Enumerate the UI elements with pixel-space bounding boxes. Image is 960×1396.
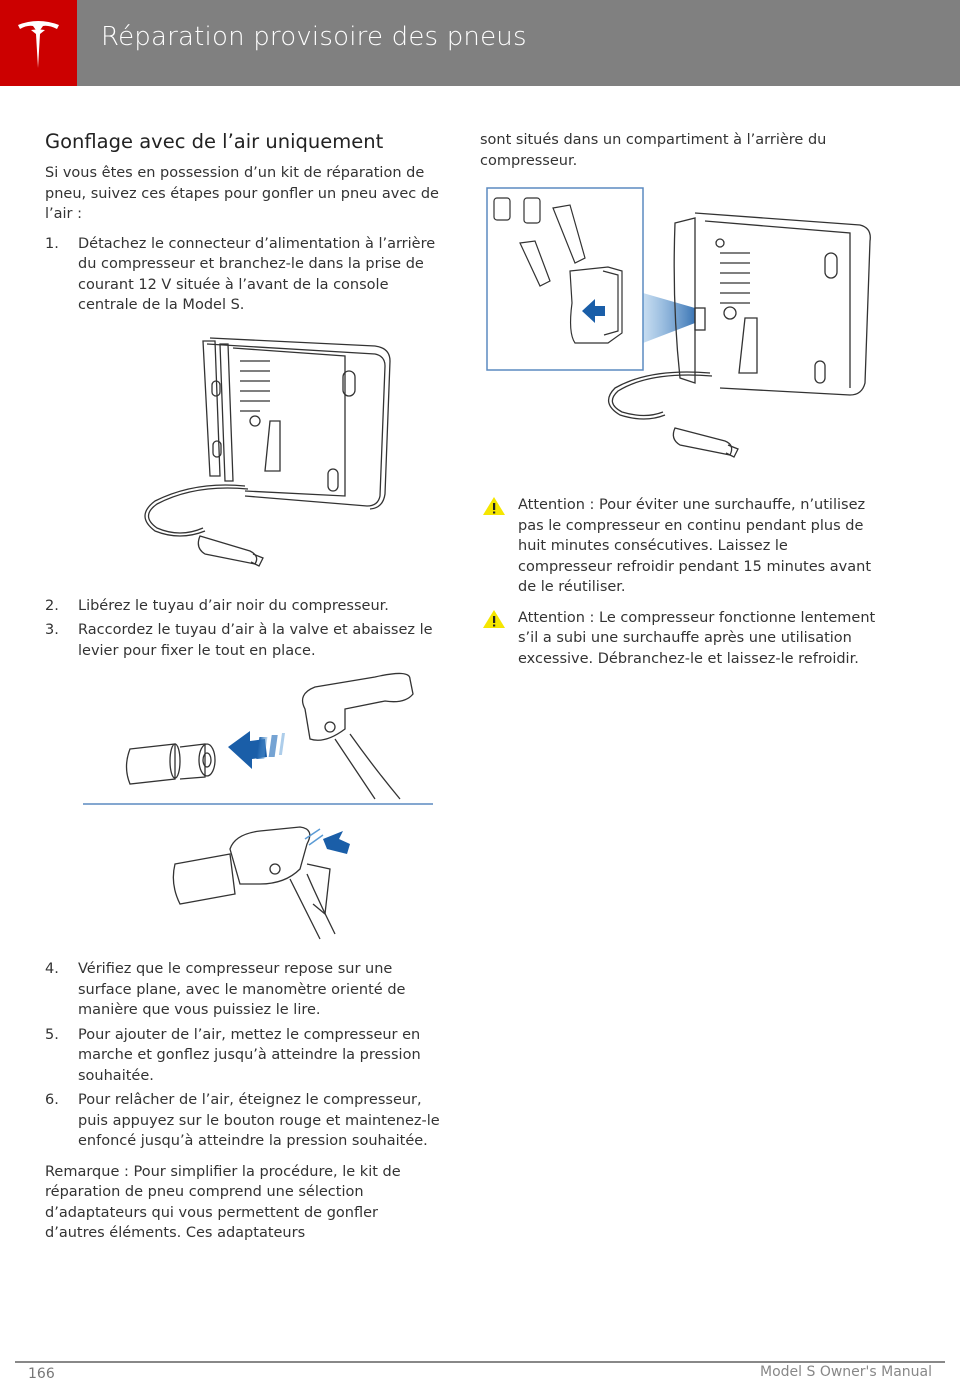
step-number: 2. bbox=[45, 597, 59, 614]
step-text: Détachez le connecteur d’alimentation à … bbox=[78, 235, 436, 314]
step-item: 2. Libérez le tuyau d’air noir du compre… bbox=[45, 596, 440, 617]
page-title: Réparation provisoire des pneus bbox=[101, 22, 527, 52]
step-number: 4. bbox=[45, 961, 59, 977]
adapters-compressor-image bbox=[486, 187, 871, 458]
note-paragraph: Remarque : Pour simplifier la procédure,… bbox=[45, 1163, 401, 1242]
inset-frame bbox=[486, 187, 644, 371]
tesla-logo-icon bbox=[18, 21, 59, 68]
adapter-compartment-illustration bbox=[480, 183, 880, 483]
step-text: Libérez le tuyau d’air noir du compresse… bbox=[78, 597, 389, 614]
step-number: 1. bbox=[45, 235, 59, 252]
step-text: Pour relâcher de l’air, éteignez le comp… bbox=[78, 1092, 440, 1149]
warning-notice: Attention : Le compresseur fonctionne le… bbox=[480, 608, 880, 670]
step-number: 3. bbox=[45, 622, 59, 638]
left-column: Gonflage avec de l’air uniquement Si vou… bbox=[45, 130, 440, 1252]
tesla-logo bbox=[0, 0, 77, 86]
page-number: 166 bbox=[28, 1366, 55, 1382]
warning-triangle-icon bbox=[483, 609, 505, 628]
warning-triangle-icon bbox=[483, 497, 505, 515]
intro-paragraph: Si vous êtes en possession d’un kit de r… bbox=[45, 165, 439, 222]
step-number: 5. bbox=[45, 1026, 59, 1043]
step-number: 6. bbox=[45, 1092, 59, 1108]
warning-notice: Attention : Pour éviter une surchauffe, … bbox=[480, 495, 880, 598]
compressor-with-cable-image bbox=[144, 336, 391, 567]
warning-text: Attention : Le compresseur fonctionne le… bbox=[518, 609, 876, 667]
step-text: Vérifiez que le compresseur repose sur u… bbox=[78, 961, 406, 1018]
step-text: Raccordez le tuyau d’air à la valve et a… bbox=[78, 622, 433, 659]
compressor-illustration bbox=[45, 326, 440, 596]
step-item: 4. Vérifiez que le compresseur repose su… bbox=[45, 959, 440, 1021]
manual-name: Model S Owner's Manual bbox=[760, 1364, 932, 1380]
step-item: 3. Raccordez le tuyau d’air à la valve e… bbox=[45, 620, 440, 661]
valve-connection-illustration bbox=[45, 669, 440, 959]
hose-to-valve-image bbox=[83, 672, 433, 940]
right-column: sont situés dans un compartiment à l’arr… bbox=[480, 130, 880, 679]
continuation-paragraph: sont situés dans un compartiment à l’arr… bbox=[480, 132, 827, 169]
step-item: 5. Pour ajouter de l’air, mettez le comp… bbox=[45, 1025, 440, 1087]
section-heading: Gonflage avec de l’air uniquement bbox=[45, 130, 384, 153]
footer-divider bbox=[15, 1361, 945, 1363]
step-text: Pour ajouter de l’air, mettez le compres… bbox=[78, 1026, 421, 1084]
step-item: 6. Pour relâcher de l’air, éteignez le c… bbox=[45, 1090, 440, 1152]
warning-text: Attention : Pour éviter une surchauffe, … bbox=[518, 497, 872, 595]
step-item: 1. Détachez le connecteur d’alimentation… bbox=[45, 234, 440, 316]
page-header: Réparation provisoire des pneus bbox=[0, 0, 960, 86]
